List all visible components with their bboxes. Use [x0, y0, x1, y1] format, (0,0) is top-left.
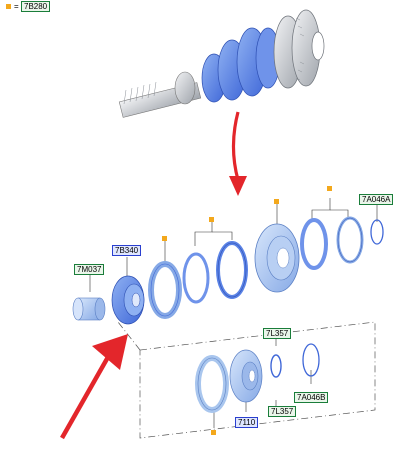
snap-ring-7a046b [302, 343, 320, 377]
rear-hub [311, 31, 325, 61]
orange-square-marker-icon [6, 4, 11, 9]
label-7b280: 7B280 [21, 1, 51, 12]
label-7b340: 7B340 [112, 245, 142, 256]
orange-square-marker-icon [162, 236, 167, 241]
rear-gear-teeth [295, 17, 305, 81]
red-pointer-arrow-shaft [60, 348, 114, 440]
red-pointer-arrow-icon [92, 334, 128, 370]
label-7l357-top: 7L357 [263, 328, 292, 339]
snap-ring-7a046a [370, 219, 384, 245]
legend-equals: = [14, 2, 19, 11]
clip-7l357 [270, 354, 282, 378]
dash-dot-boundary [139, 321, 376, 439]
label-7a046b: 7A046B [294, 392, 329, 403]
gear-7110 [229, 349, 263, 403]
orange-square-marker-icon [327, 186, 332, 191]
orange-square-marker-icon [211, 430, 216, 435]
red-curved-arrow [231, 111, 240, 181]
synchro-ring-lower [195, 355, 229, 413]
blocker-ring-pair-1 [182, 241, 248, 304]
shaft-assembly [118, 9, 325, 118]
blocker-ring-pair-2 [300, 216, 364, 270]
label-7m037: 7M037 [74, 264, 105, 275]
shaft-collar [174, 71, 196, 105]
hub-7m037 [72, 297, 106, 321]
orange-square-marker-icon [209, 217, 214, 222]
gear-7b340 [111, 275, 145, 325]
red-curved-arrowhead [229, 176, 247, 196]
label-7110: 7110 [235, 417, 259, 428]
orange-square-marker-icon [274, 199, 279, 204]
shaft-splines [123, 81, 157, 105]
dash-dot-link [117, 321, 141, 351]
label-7a046a: 7A046A [359, 194, 394, 205]
synchro-ring-1 [148, 261, 182, 319]
label-7l357-bottom: 7L357 [268, 406, 297, 417]
synchronizer-hub [254, 223, 300, 293]
